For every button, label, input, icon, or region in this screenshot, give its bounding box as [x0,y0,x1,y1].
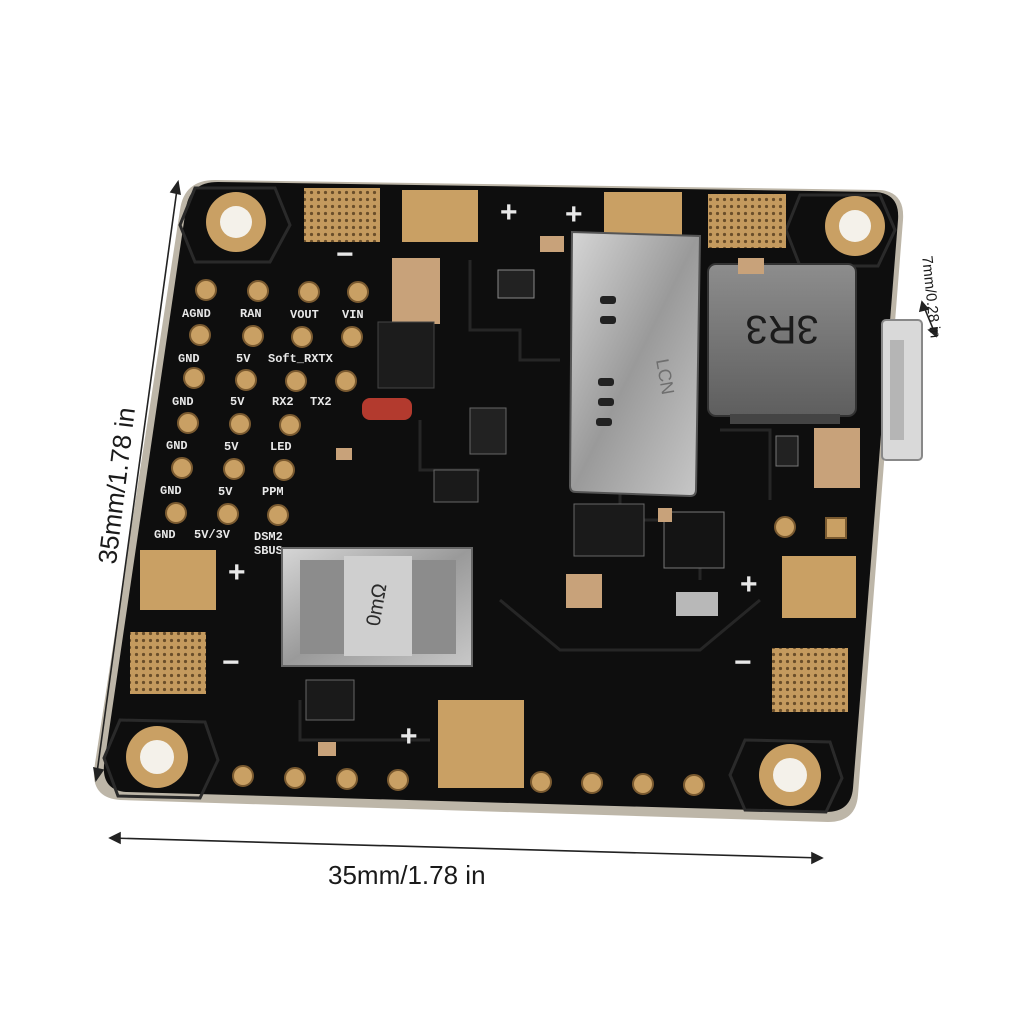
mounting-hole-bl [102,718,220,800]
pin-label: GND [178,352,200,366]
left-solder-pads [130,550,216,694]
plus-mark: + [400,720,418,753]
pin-label: GND [172,395,194,409]
plus-mark: + [228,556,246,589]
pin-label: LED [270,440,292,454]
pin-label: 5V [230,395,245,409]
pin-label: GND [160,484,182,498]
plus-mark: + [500,196,518,229]
current-shunt: 0mΩ [281,547,473,667]
minus-mark: − [336,238,354,271]
width-dimension-label: 35mm/1.78 in [328,860,486,890]
minus-mark: − [734,646,752,679]
mounting-holes [102,186,897,814]
pin-label: GND [154,528,176,542]
right-solder-pads [772,556,856,712]
power-inductor: 3R3 [707,263,857,424]
bottom-solder-pad [438,700,524,788]
pin-label: 5V [236,352,251,366]
side-pins [774,516,847,539]
pin-label: GND [166,439,188,453]
mounting-hole-tl [178,186,292,264]
pin-label: RAN [240,307,262,321]
plus-mark: + [740,568,758,601]
pin-label: 5V [218,485,233,499]
pin-labels: AGND RAN VOUT VIN GND 5V Soft_RXTX GND 5… [154,307,364,558]
pin-label: DSM2 [254,530,283,544]
polarity-marks: + + + + + − − − − [222,196,841,753]
pin-label: RX2 [272,395,294,409]
pin-label: AGND [182,307,211,321]
smd-components [305,236,860,756]
pin-label: VOUT [290,308,319,322]
usb-connector [881,319,923,461]
bottom-pin-row [232,765,705,796]
pin-label: TX2 [310,395,332,409]
inductor-marking: 3R3 [745,307,818,351]
pin-label: 5V/3V [194,528,231,542]
pin-label: VIN [342,308,364,322]
pin-label: PPM [262,485,284,499]
mounting-hole-br [728,738,844,814]
pin-label: Soft_RXTX [268,352,334,366]
sd-card-slot: LCN [568,230,702,498]
minus-mark: − [222,646,240,679]
plus-mark: + [565,198,583,231]
pin-label: SBUS [254,544,283,558]
dimension-arrows [93,179,938,865]
pin-header [165,279,369,526]
pin-label: 5V [224,440,239,454]
